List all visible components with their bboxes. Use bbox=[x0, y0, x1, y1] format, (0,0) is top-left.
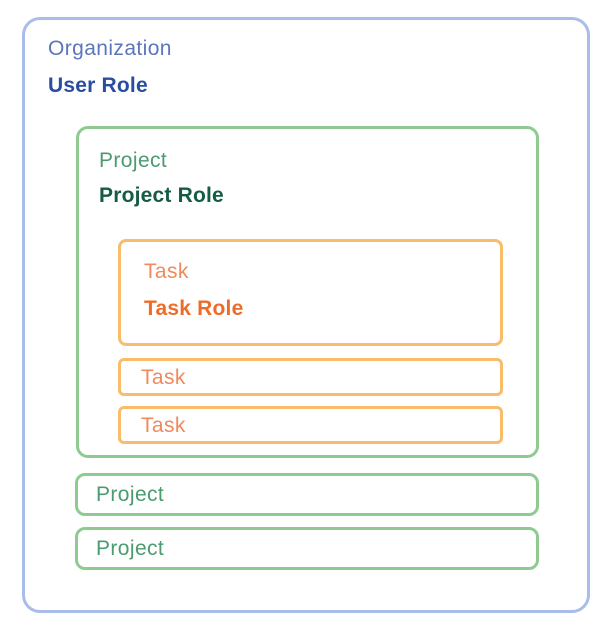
project-label: Project bbox=[99, 149, 168, 172]
task-label: Task bbox=[144, 260, 189, 283]
project-box-collapsed: Project bbox=[75, 527, 539, 570]
organization-box: Organization User Role Project Project R… bbox=[22, 17, 590, 613]
project-label: Project bbox=[96, 483, 165, 506]
task-label: Task bbox=[141, 365, 186, 389]
task-box-expanded: Task Task Role bbox=[118, 239, 503, 346]
organization-label: Organization bbox=[48, 37, 172, 60]
project-box-collapsed: Project bbox=[75, 473, 539, 516]
task-role-label: Task Role bbox=[144, 297, 244, 320]
task-box-collapsed: Task bbox=[118, 358, 503, 396]
task-label: Task bbox=[141, 413, 186, 437]
project-role-label: Project Role bbox=[99, 184, 224, 207]
task-box-collapsed: Task bbox=[118, 406, 503, 444]
organization-role-label: User Role bbox=[48, 74, 148, 97]
project-label: Project bbox=[96, 537, 165, 560]
project-box-expanded: Project Project Role Task Task Role Task… bbox=[76, 126, 539, 458]
